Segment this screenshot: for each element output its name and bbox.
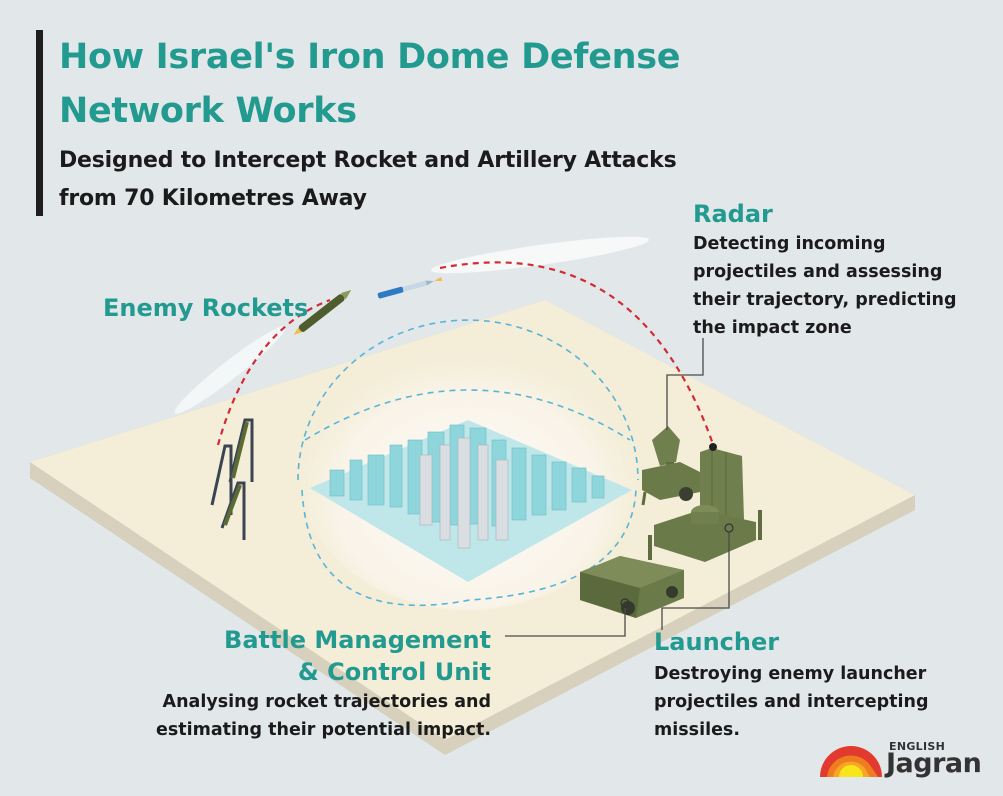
launcher-connector [661, 532, 730, 630]
enemy-rocket-launchers [210, 418, 254, 540]
battle-management-heading: Battle Management & Control Unit [224, 624, 491, 688]
battle-management-description-line2: estimating their potential impact. [155, 720, 491, 740]
battle-management-connector [505, 608, 626, 637]
page-title: How Israel's Iron Dome Defense Network W… [59, 37, 681, 131]
battle-management-vehicle [580, 556, 684, 618]
interceptor-missile [377, 276, 443, 299]
launcher-heading: Launcher [654, 628, 780, 656]
radar-unit [641, 426, 700, 506]
radar-heading: Radar [693, 200, 773, 228]
radar-description: Detecting incoming projectiles and asses… [693, 234, 957, 338]
city [310, 420, 632, 582]
launcher-description: Destroying enemy launcher projectiles an… [654, 664, 929, 740]
enemy-rockets-heading: Enemy Rockets [103, 294, 309, 322]
enemy-rocket [293, 289, 352, 335]
logo-text-english: ENGLISH [889, 740, 946, 753]
battle-management-heading-line1: Battle Management [224, 626, 491, 654]
connector-lines [505, 338, 730, 637]
launcher-unit [648, 443, 762, 562]
page-subtitle: Designed to Intercept Rocket and Artille… [59, 148, 677, 211]
title-accent-bar [36, 30, 43, 216]
trajectory-arc [216, 261, 717, 451]
battle-management-heading-line2: & Control Unit [297, 658, 491, 686]
battle-management-description: Analysing rocket trajectories and estima… [156, 688, 491, 744]
jagran-logo-icon [820, 746, 882, 777]
battle-management-description-line1: Analysing rocket trajectories and [162, 692, 491, 712]
logo-text-jagran: Jagran [886, 748, 982, 779]
radar-connector [666, 338, 704, 430]
smoke-trail [174, 236, 649, 414]
